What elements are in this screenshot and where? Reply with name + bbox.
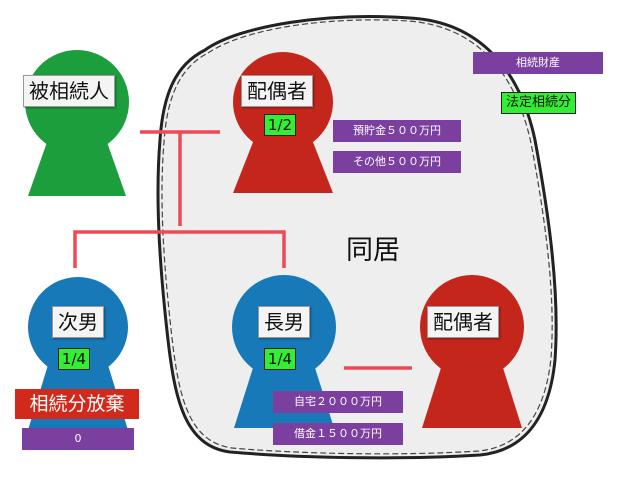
- second-son-label: 次男: [52, 306, 104, 338]
- relationship-lines: [73, 130, 412, 370]
- legend-estate: 相続財産: [473, 52, 603, 74]
- spouse-share-badge: 1/2: [264, 114, 296, 136]
- spouse-asset-other: その他５００万円: [333, 151, 461, 173]
- children-branch-line: [73, 230, 286, 268]
- decedent-label: 被相続人: [23, 75, 115, 107]
- renunciation-banner: 相続分放棄: [15, 389, 139, 419]
- second-son-asset-zero: 0: [22, 428, 134, 450]
- cohabitation-boundary-sketch: [161, 19, 553, 455]
- eldest-son-asset-home: 自宅２０００万円: [273, 391, 403, 413]
- son-spouse-label: 配偶者: [427, 306, 499, 338]
- spouse-asset-savings: 預貯金５００万円: [333, 120, 461, 142]
- person-son-spouse: [420, 275, 524, 428]
- eldest-son-asset-debt: 借金１５００万円: [273, 423, 403, 445]
- cohabitation-label: 同居: [346, 235, 400, 266]
- spouse-label: 配偶者: [241, 75, 313, 107]
- eldest-son-label: 長男: [258, 306, 310, 338]
- legend-statutory-share: 法定相続分: [501, 92, 577, 114]
- eldest-son-share-badge: 1/4: [264, 348, 296, 370]
- person-decedent: [25, 50, 129, 196]
- second-son-share-badge: 1/4: [58, 348, 90, 370]
